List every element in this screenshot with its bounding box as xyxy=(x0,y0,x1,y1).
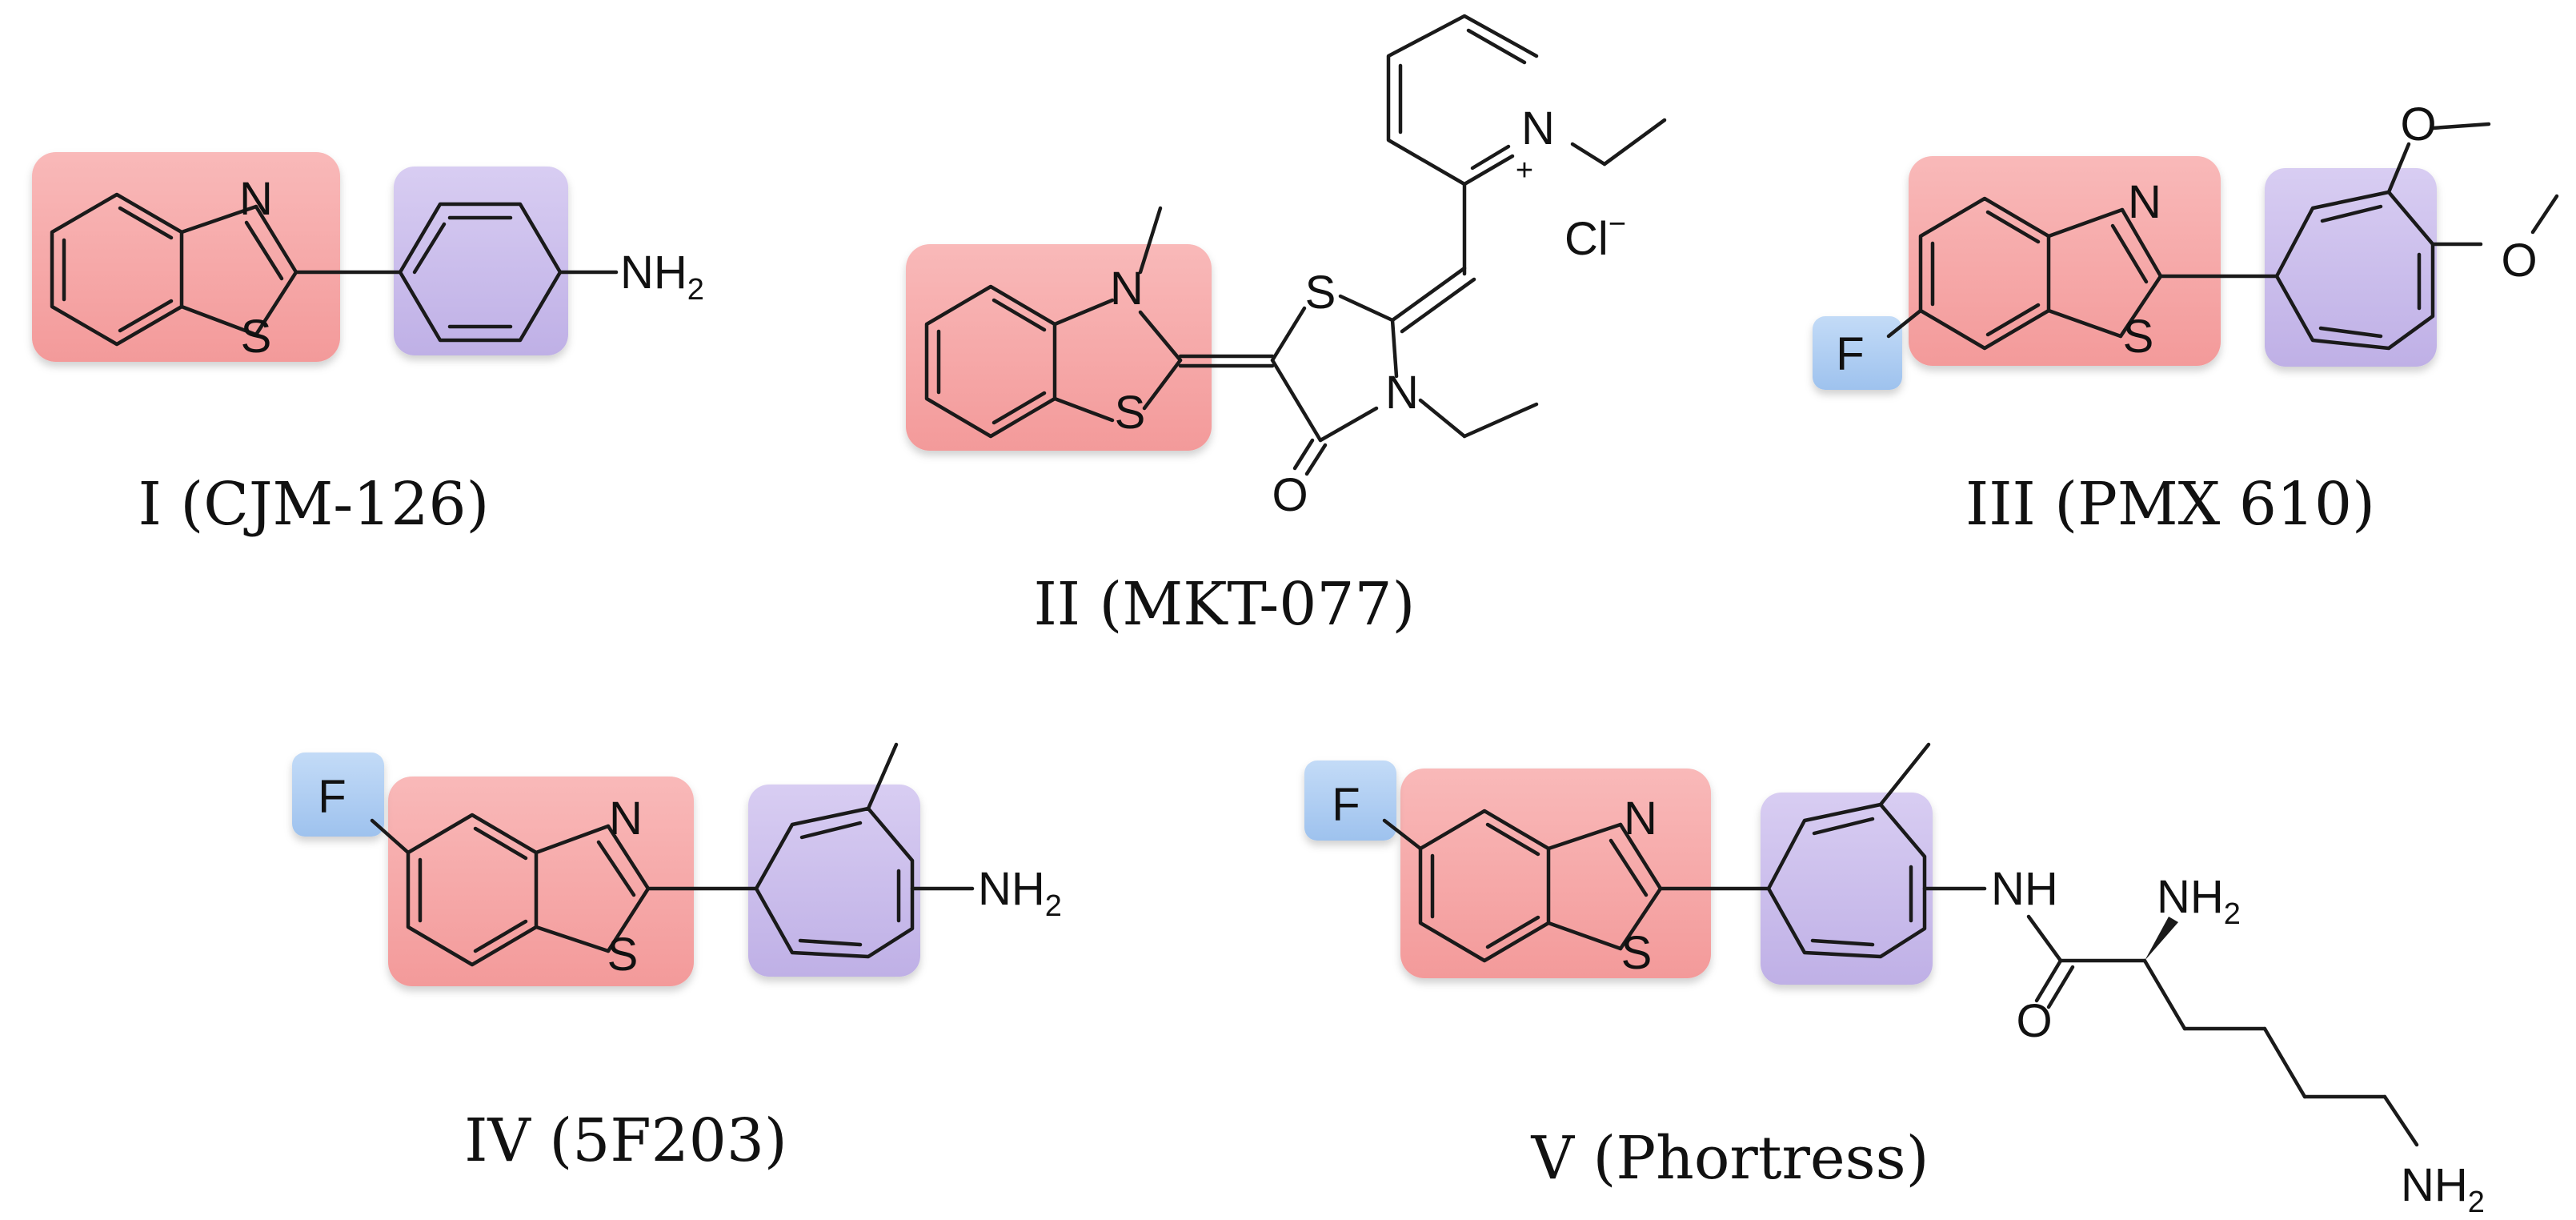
phenyl-ring xyxy=(1658,742,1987,959)
stereo-wedge xyxy=(2145,917,2178,961)
atom-F: F xyxy=(1836,328,1864,380)
fluorine-highlight xyxy=(1813,316,1902,390)
compound-III: N S F O O III (PMX 610) xyxy=(1813,98,2559,539)
dimethoxyphenyl-ring xyxy=(2158,122,2559,351)
atom-N: N xyxy=(1385,367,1419,419)
atom-N: N xyxy=(1110,263,1144,315)
benzothiazole-highlight xyxy=(906,244,1212,451)
compound-V: N S F NH O NH2 NH2 V (Phortress) xyxy=(1304,742,2485,1219)
benzothiazole-ring xyxy=(1886,196,2163,351)
atom-N: N xyxy=(239,173,273,225)
benzothiazole-ring xyxy=(50,192,298,347)
atom-O: O xyxy=(2016,995,2052,1047)
atom-S: S xyxy=(2123,311,2154,363)
atom-F: F xyxy=(318,771,346,823)
atom-S: S xyxy=(1115,387,1146,439)
compound-I: N S NH2 I (CJM-126) xyxy=(32,152,704,539)
phenyl-ring xyxy=(294,202,619,343)
atom-F: F xyxy=(1332,779,1360,831)
benzothiazoline-ring xyxy=(924,206,1183,439)
benzothiazole-highlight xyxy=(1909,156,2221,366)
atom-O-methoxy: O xyxy=(2400,98,2436,150)
fluorine-highlight xyxy=(1304,760,1396,841)
phenyl-highlight xyxy=(748,785,920,977)
benzothiazole-highlight xyxy=(1400,769,1711,978)
caption-II: II (MKT-077) xyxy=(1034,570,1416,639)
atom-S: S xyxy=(607,929,639,981)
atom-N: N xyxy=(609,793,643,845)
atom-O-methoxy: O xyxy=(2501,235,2537,287)
phenyl-highlight xyxy=(1761,793,1933,985)
caption-IV: IV (5F203) xyxy=(464,1106,787,1175)
atom-N: N xyxy=(2128,176,2161,228)
atom-S: S xyxy=(1621,927,1653,979)
atom-S: S xyxy=(1305,267,1336,319)
fluorine-highlight xyxy=(292,752,384,837)
caption-III: III (PMX 610) xyxy=(1965,470,2375,539)
counterion-chloride: Cl− xyxy=(1564,207,1626,265)
phenyl-ring xyxy=(646,742,975,959)
caption-V: V (Phortress) xyxy=(1531,1124,1929,1193)
benzothiazole-ring xyxy=(1382,809,1663,963)
compound-II: N S S N O N xyxy=(906,14,1667,639)
benzothiazole-ring xyxy=(370,813,651,967)
atom-O: O xyxy=(1272,469,1308,521)
atom-NH2-epsilon: NH2 xyxy=(2401,1159,2485,1219)
atom-NH2: NH2 xyxy=(620,247,704,307)
atom-NH-amide: NH xyxy=(1991,863,2058,915)
benzothiazole-highlight xyxy=(388,777,694,986)
caption-I: I (CJM-126) xyxy=(138,470,490,539)
atom-NH2-alpha: NH2 xyxy=(2157,871,2241,931)
phenyl-highlight xyxy=(2265,168,2437,367)
atom-N: N xyxy=(1624,793,1657,845)
charge-plus: + xyxy=(1516,154,1533,187)
atom-N-plus: N xyxy=(1521,102,1555,155)
pyridinium-ring xyxy=(1386,14,1667,276)
compound-IV: N S F NH2 IV (5F203) xyxy=(292,742,1062,1175)
atom-S: S xyxy=(241,311,272,363)
benzothiazole-highlight xyxy=(32,152,340,362)
thiazolidinone-ring xyxy=(1178,266,1539,476)
lysine-side-chain xyxy=(2026,914,2419,1147)
atom-NH2: NH2 xyxy=(978,863,1062,923)
